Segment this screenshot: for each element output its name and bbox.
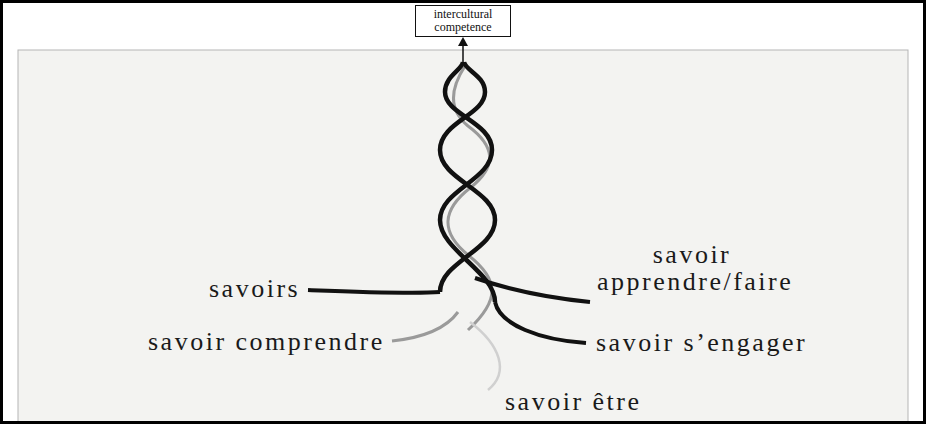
- black-strand: [440, 62, 495, 292]
- apprendre-strand: [475, 278, 590, 302]
- competence-label: savoir s’engager: [596, 329, 807, 356]
- inner-panel: [18, 50, 908, 422]
- competence-label: savoirs: [209, 275, 300, 302]
- arrow-head: [458, 37, 468, 46]
- concept-box: intercultural competence: [415, 5, 511, 37]
- comprendre-strand: [392, 312, 458, 341]
- competence-label: savoir apprendre/faire: [597, 241, 787, 295]
- etre-strand: [470, 322, 500, 390]
- arrow-shaft: [462, 44, 464, 64]
- savoirs-strand: [308, 290, 440, 293]
- competence-label: savoir être: [505, 388, 642, 415]
- black-strand: [440, 62, 495, 302]
- box-text: intercultural competence: [423, 8, 503, 34]
- engager-strand: [495, 302, 586, 343]
- competence-label: savoir comprendre: [148, 328, 385, 355]
